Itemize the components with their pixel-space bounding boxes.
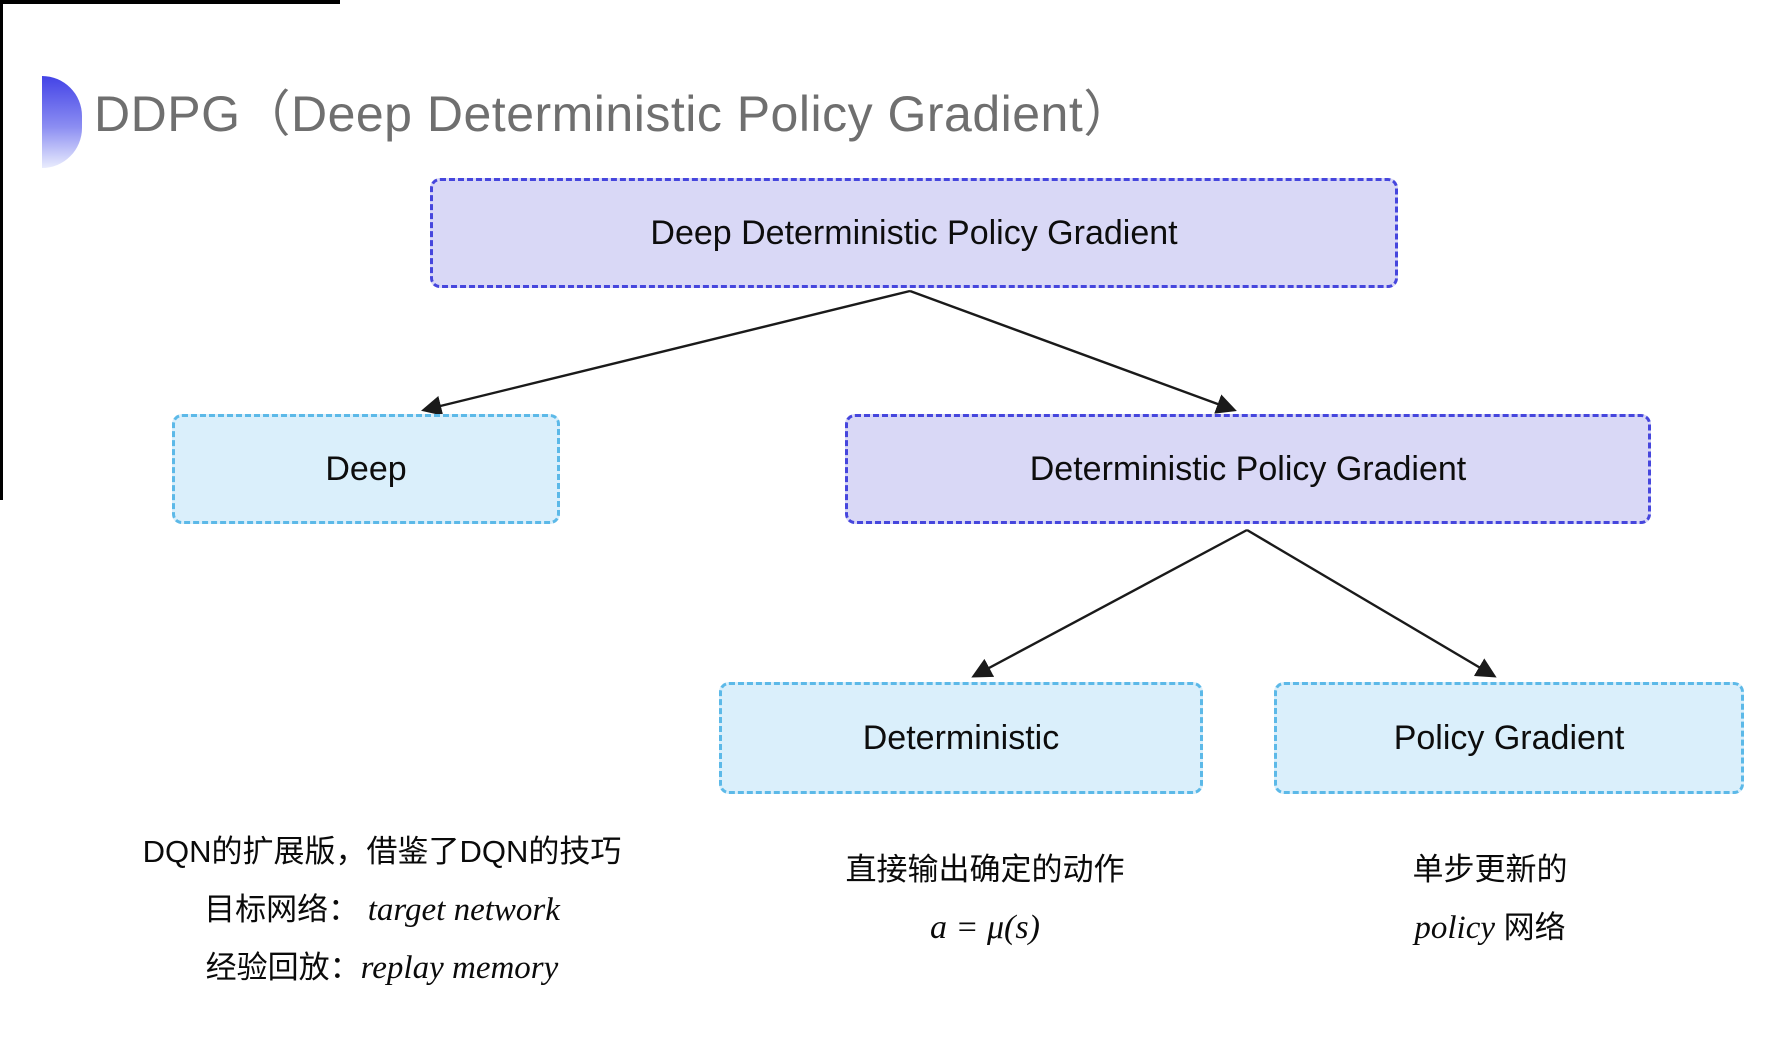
deep-notes-line2: 目标网络： target network xyxy=(204,888,560,932)
policy-gradient-notes-line2-en: policy xyxy=(1414,910,1495,946)
node-deep: Deep xyxy=(172,414,560,524)
node-deterministic-label: Deterministic xyxy=(862,718,1060,757)
node-policy-gradient: Policy Gradient xyxy=(1274,682,1744,794)
node-deep-label: Deep xyxy=(325,449,407,488)
policy-gradient-notes-line2-zh: 网络 xyxy=(1495,910,1566,945)
edge-ddpg-dpg xyxy=(909,289,1237,414)
deterministic-notes-line1: 直接输出确定的动作 xyxy=(845,852,1125,887)
deep-notes-line2-en: target network xyxy=(367,892,560,928)
deep-notes: DQN的扩展版，借鉴了DQN的技巧 目标网络： target network 经… xyxy=(132,830,632,1004)
node-ddpg-label: Deep Deterministic Policy Gradient xyxy=(650,213,1178,252)
node-policy-gradient-label: Policy Gradient xyxy=(1393,718,1625,757)
deterministic-notes: 直接输出确定的动作 a = μ(s) xyxy=(785,848,1185,950)
deep-notes-line1: DQN的扩展版，借鉴了DQN的技巧 xyxy=(142,834,622,869)
node-dpg-label: Deterministic Policy Gradient xyxy=(1029,449,1467,488)
node-ddpg: Deep Deterministic Policy Gradient xyxy=(430,178,1398,288)
left-edge-artifact xyxy=(0,0,3,500)
slide-title: DDPG（Deep Deterministic Policy Gradient） xyxy=(94,86,1134,142)
node-deterministic: Deterministic xyxy=(719,682,1203,794)
deterministic-notes-formula: a = μ(s) xyxy=(930,909,1040,946)
deep-notes-line3-en: replay memory xyxy=(360,950,559,986)
policy-gradient-notes-line1: 单步更新的 xyxy=(1412,852,1568,887)
node-dpg: Deterministic Policy Gradient xyxy=(845,414,1651,524)
title-bullet-icon xyxy=(42,76,82,168)
edge-ddpg-deep xyxy=(421,289,911,416)
policy-gradient-notes-line2: policy 网络 xyxy=(1414,906,1565,950)
top-edge-artifact xyxy=(0,0,340,4)
policy-gradient-notes: 单步更新的 policy 网络 xyxy=(1290,848,1690,964)
edge-dpg-deterministic xyxy=(971,528,1248,678)
deep-notes-line3: 经验回放：replay memory xyxy=(206,946,559,990)
deep-notes-line2-zh: 目标网络： xyxy=(204,892,360,927)
edge-dpg-policy-gradient xyxy=(1246,528,1497,678)
deep-notes-line3-zh: 经验回放： xyxy=(205,950,361,985)
